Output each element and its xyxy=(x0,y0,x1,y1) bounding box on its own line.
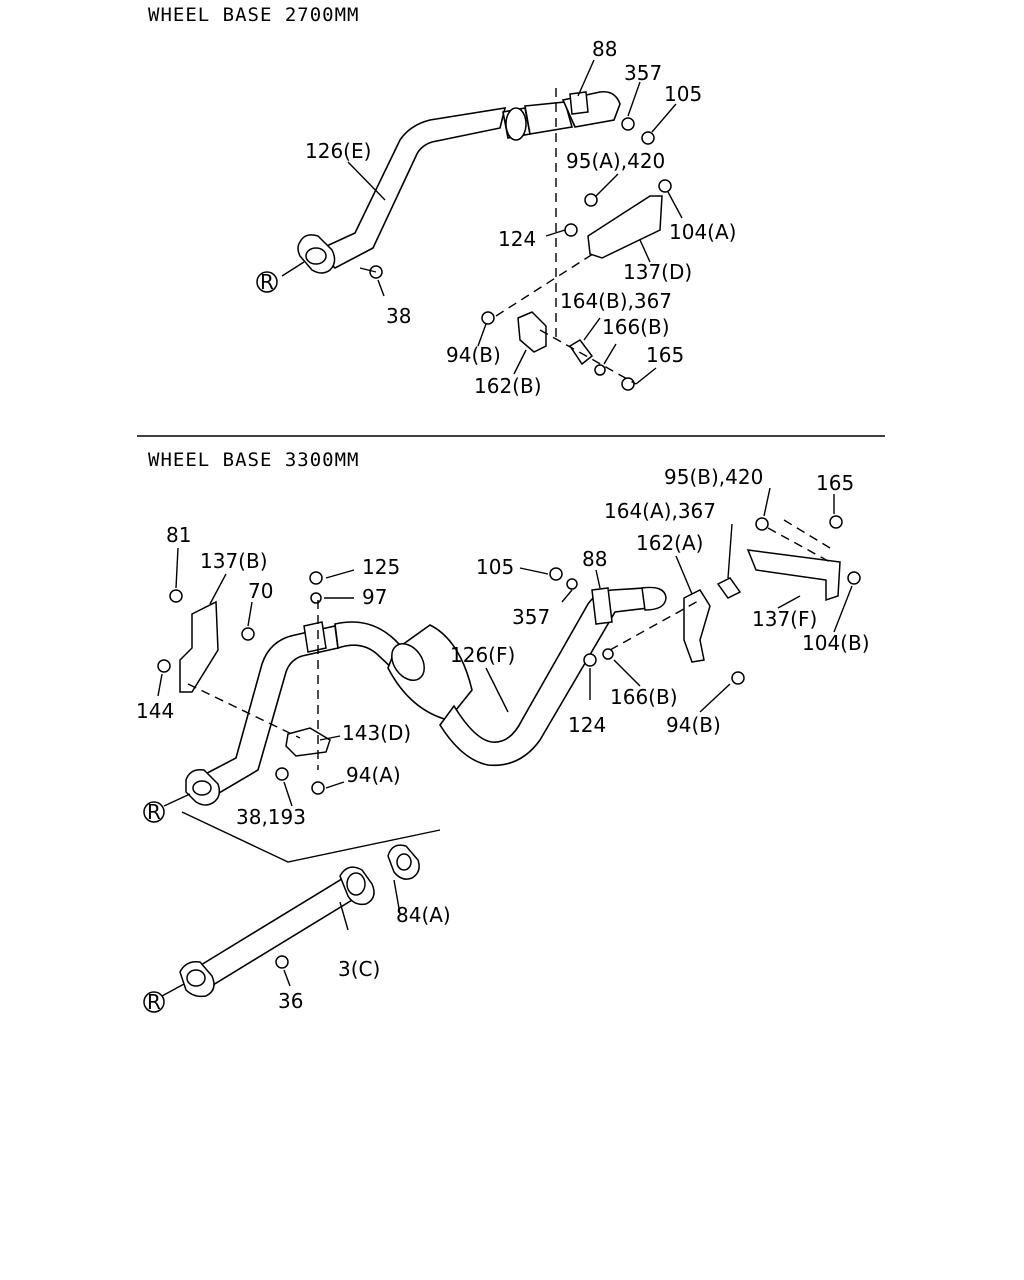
callout-94b: 94(B) xyxy=(666,713,721,737)
callout-357: 357 xyxy=(512,605,550,629)
callout-137b: 137(B) xyxy=(200,549,268,573)
callout-3c: 3(C) xyxy=(338,957,380,981)
bolt-94a xyxy=(311,781,325,795)
callout-104b: 104(B) xyxy=(802,631,870,655)
section-wheelbase-3300: WHEEL BASE 3300MM xyxy=(136,449,870,1014)
bracket-137f xyxy=(746,549,841,602)
callout-164a-367: 164(A),367 xyxy=(604,499,716,523)
callout-165: 165 xyxy=(646,343,684,367)
section-title-2700: WHEEL BASE 2700MM xyxy=(148,4,359,26)
front-pipe-3c xyxy=(179,844,420,998)
callout-124: 124 xyxy=(568,713,606,737)
section-wheelbase-2700: WHEEL BASE 2700MM xyxy=(148,4,736,398)
bracket-137d xyxy=(587,195,663,259)
callout-137f: 137(F) xyxy=(752,607,817,631)
bolt-95b xyxy=(755,517,769,531)
callout-162b: 162(B) xyxy=(474,374,542,398)
callout-38-193: 38,193 xyxy=(236,805,306,829)
bolt-165 xyxy=(621,377,635,391)
washer-166b xyxy=(602,648,614,660)
callout-137d: 137(D) xyxy=(623,260,692,284)
callout-143d: 143(D) xyxy=(342,721,411,745)
callout-84a: 84(A) xyxy=(396,903,451,927)
ref-mark-r xyxy=(256,271,278,293)
callout-88: 88 xyxy=(582,547,607,571)
spacer-164a xyxy=(716,577,742,599)
bolt-70 xyxy=(241,627,255,641)
washer-357 xyxy=(566,578,578,590)
washer-166b xyxy=(594,364,606,376)
washer-97 xyxy=(310,592,322,604)
callout-94b: 94(B) xyxy=(446,343,501,367)
hanger-162b xyxy=(517,311,547,353)
callout-165: 165 xyxy=(816,471,854,495)
nut-104b xyxy=(847,571,861,585)
bolt-94b xyxy=(481,311,495,325)
callout-81: 81 xyxy=(166,523,191,547)
callout-36: 36 xyxy=(278,989,303,1013)
callout-162a: 162(A) xyxy=(636,531,703,555)
nut-81 xyxy=(169,589,183,603)
callout-105: 105 xyxy=(476,555,514,579)
bolt-165 xyxy=(829,515,843,529)
callout-95a-420: 95(A),420 xyxy=(566,149,665,173)
callout-126e: 126(E) xyxy=(305,139,371,163)
callout-166b: 166(B) xyxy=(610,685,678,709)
bolt-95a xyxy=(584,193,598,207)
callout-164b-367: 164(B),367 xyxy=(560,289,672,313)
nut-105 xyxy=(641,131,655,145)
nut-125 xyxy=(309,571,323,585)
callout-144: 144 xyxy=(136,699,174,723)
callout-38: 38 xyxy=(386,304,411,328)
callout-88: 88 xyxy=(592,37,617,61)
callout-166b: 166(B) xyxy=(602,315,670,339)
washer-357 xyxy=(621,117,635,131)
ref-mark-r-lower xyxy=(143,991,165,1013)
mount-143d xyxy=(285,727,331,757)
callout-97: 97 xyxy=(362,585,387,609)
callout-104a: 104(A) xyxy=(669,220,736,244)
bolt-94b xyxy=(731,671,745,685)
section-title-3300: WHEEL BASE 3300MM xyxy=(148,449,359,471)
callout-357: 357 xyxy=(624,61,662,85)
nut-36 xyxy=(275,955,289,969)
ref-mark-r-lower-label: R xyxy=(147,990,161,1014)
nut-124 xyxy=(583,653,597,667)
exhaust-pipe-126e xyxy=(297,90,621,274)
callout-70: 70 xyxy=(248,579,273,603)
nut-144 xyxy=(157,659,171,673)
ref-mark-r-upper xyxy=(143,801,165,823)
nut-124 xyxy=(564,223,578,237)
callout-95b-420: 95(B),420 xyxy=(664,465,763,489)
callout-126f: 126(F) xyxy=(450,643,515,667)
callout-125: 125 xyxy=(362,555,400,579)
hanger-162a xyxy=(683,589,711,663)
callout-94a: 94(A) xyxy=(346,763,401,787)
ref-mark-r-label: R xyxy=(260,270,274,294)
bracket-137b xyxy=(179,600,219,693)
exhaust-pipe-126f xyxy=(185,586,667,806)
nut-38 xyxy=(275,767,289,781)
spacer-164b xyxy=(568,339,594,366)
nut-104a xyxy=(658,179,672,193)
callout-124: 124 xyxy=(498,227,536,251)
ref-mark-r-upper-label: R xyxy=(147,800,161,824)
callout-105: 105 xyxy=(664,82,702,106)
nut-105 xyxy=(549,567,563,581)
